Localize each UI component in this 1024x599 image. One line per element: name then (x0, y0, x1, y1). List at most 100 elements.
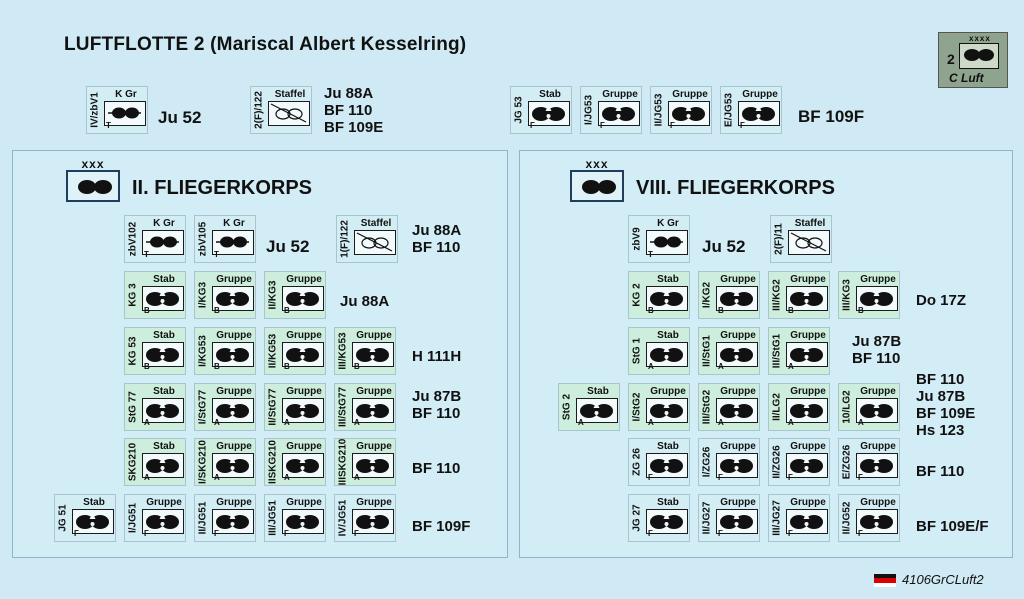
aircraft-type-label: Ju 88A (340, 293, 390, 310)
unit-designation-text: StG 77 (127, 391, 139, 423)
unit-designation: JG 51 (55, 495, 71, 541)
unit-designation-text: 2(F)/122 (253, 91, 265, 129)
unit-designation: II/LG2 (769, 384, 785, 430)
unit-type-label: Gruppe (720, 441, 756, 452)
korps2-hq-symbol[interactable]: xxx (66, 157, 120, 202)
unit-symbol (282, 286, 324, 311)
unit-symbol (268, 101, 310, 126)
air-unit-icon (356, 402, 389, 418)
unit-type-label: Gruppe (790, 441, 826, 452)
unit-type-label: Gruppe (356, 386, 392, 397)
unit-designation: IV/JG51 (335, 495, 351, 541)
korps2-title: II. FLIEGERKORPS (132, 177, 313, 199)
aircraft-class-code: B (144, 362, 150, 371)
unit-symbol (282, 453, 324, 478)
unit-type-label: Gruppe (356, 330, 392, 341)
luftflotte-chip[interactable]: xxxx 2 C Luft (938, 32, 1008, 88)
korps8-hq-symbol[interactable]: xxx (570, 157, 624, 202)
unit-symbol (668, 101, 710, 126)
aircraft-class-code: F (144, 529, 149, 538)
unit-designation-text: E/JG53 (723, 93, 735, 127)
transport-aircraft-icon (650, 236, 683, 248)
aircraft-class-code: B (214, 306, 220, 315)
unit-symbol (212, 509, 254, 534)
air-unit-icon (286, 457, 319, 473)
chip-number: 2 (947, 51, 955, 67)
unit-designation: StG 1 (629, 328, 645, 374)
air-unit-icon (580, 402, 613, 418)
transport-aircraft-icon (108, 107, 141, 119)
air-unit-icon (860, 290, 893, 306)
unit-type-label: Gruppe (672, 89, 708, 100)
air-unit-icon (146, 402, 179, 418)
aircraft-class-code: F (600, 121, 605, 130)
unit-designation-text: 2(F)/11 (773, 223, 785, 255)
unit-designation: I/KG2 (699, 272, 715, 318)
aircraft-class-code: B (788, 306, 794, 315)
unit-type-label: K Gr (657, 218, 679, 229)
unit-symbol (646, 398, 688, 423)
unit-designation: II/KG53 (265, 328, 281, 374)
aircraft-class-code: A (858, 418, 864, 427)
air-unit-icon (532, 105, 565, 121)
air-unit-icon (720, 346, 753, 362)
unit-type-label: Stab (153, 274, 175, 285)
unit-type-label: Stab (539, 89, 561, 100)
unit-designation-text: zbV9 (631, 227, 643, 251)
unit-designation: I/StG2 (629, 384, 645, 430)
transport-aircraft-icon (216, 236, 249, 248)
unit-symbol (282, 398, 324, 423)
